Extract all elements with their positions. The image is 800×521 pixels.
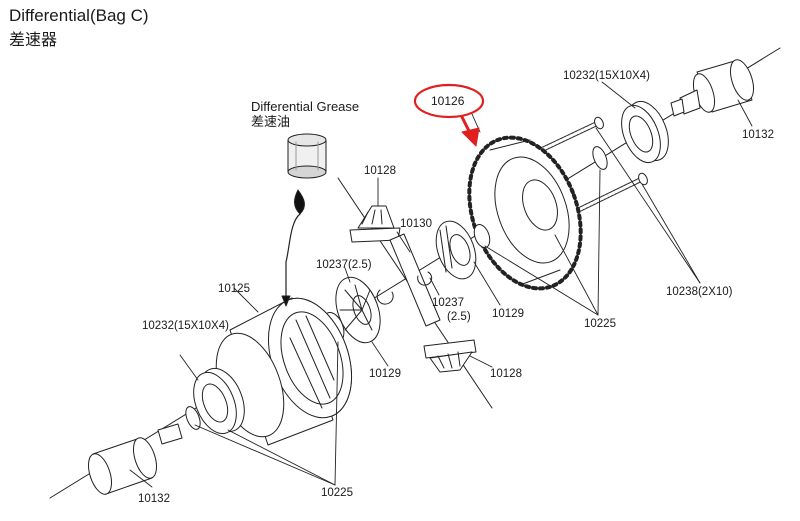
part-label-10126: 10126 bbox=[431, 94, 465, 108]
bearing-10232-left bbox=[193, 367, 245, 435]
side-gear-10129-left bbox=[335, 276, 381, 344]
grease-tube bbox=[287, 133, 327, 179]
e-clip-10237-left bbox=[376, 289, 394, 305]
part-label-10132-top: 10132 bbox=[742, 129, 774, 141]
page-subtitle: 差速器 bbox=[9, 32, 58, 49]
side-gear-10129-right bbox=[435, 220, 477, 280]
diff-case-10125 bbox=[215, 297, 353, 446]
part-label-10128-bottom: 10128 bbox=[490, 368, 522, 380]
shim-10225-ring bbox=[473, 223, 491, 249]
grease-label: Differential Grease bbox=[251, 99, 360, 114]
grease-arrow-icon bbox=[281, 295, 291, 307]
part-label-10125: 10125 bbox=[218, 283, 250, 295]
e-clip-10237-right bbox=[417, 271, 433, 286]
output-cup-10132-bottom bbox=[87, 423, 183, 495]
output-cup-10132-top bbox=[670, 59, 755, 117]
part-label-10128-top: 10128 bbox=[364, 165, 396, 177]
spider-gear-10128-top bbox=[349, 205, 401, 243]
part-label-10132-bottom: 10132 bbox=[138, 493, 170, 505]
grease-path-line bbox=[285, 213, 301, 301]
part-label-10225-right: 10225 bbox=[584, 318, 616, 330]
part-label-10129-left: 10129 bbox=[369, 368, 401, 380]
page-title: Differential(Bag C) bbox=[9, 6, 149, 25]
spider-gear-10128-bottom bbox=[423, 339, 477, 373]
highlight-circle bbox=[413, 83, 485, 119]
ring-gear-10126 bbox=[467, 135, 583, 291]
part-label-10130: 10130 bbox=[400, 218, 432, 230]
leader-lines bbox=[129, 81, 753, 488]
part-label-10237-right: 10237 bbox=[432, 297, 464, 309]
part-label-10232-top: 10232(15X10X4) bbox=[563, 70, 650, 82]
grease-drop-icon bbox=[294, 189, 305, 215]
part-label-10238: 10238(2X10) bbox=[666, 286, 733, 298]
highlight-arrow-icon bbox=[461, 127, 480, 147]
shim-10225-top bbox=[592, 146, 608, 170]
part-label-10225-bottom: 10225 bbox=[321, 487, 353, 499]
part-label-10237-right-size: (2.5) bbox=[447, 311, 471, 323]
part-label-10237-left: 10237(2.5) bbox=[316, 259, 372, 271]
part-label-10129-right: 10129 bbox=[492, 308, 524, 320]
part-label-10232-left: 10232(15X10X4) bbox=[142, 320, 229, 332]
grease-label-cn: 差速油 bbox=[251, 114, 291, 129]
bearing-10232-top bbox=[621, 100, 669, 164]
cross-shaft-10130 bbox=[389, 233, 441, 327]
shim-10225-left bbox=[185, 406, 201, 430]
